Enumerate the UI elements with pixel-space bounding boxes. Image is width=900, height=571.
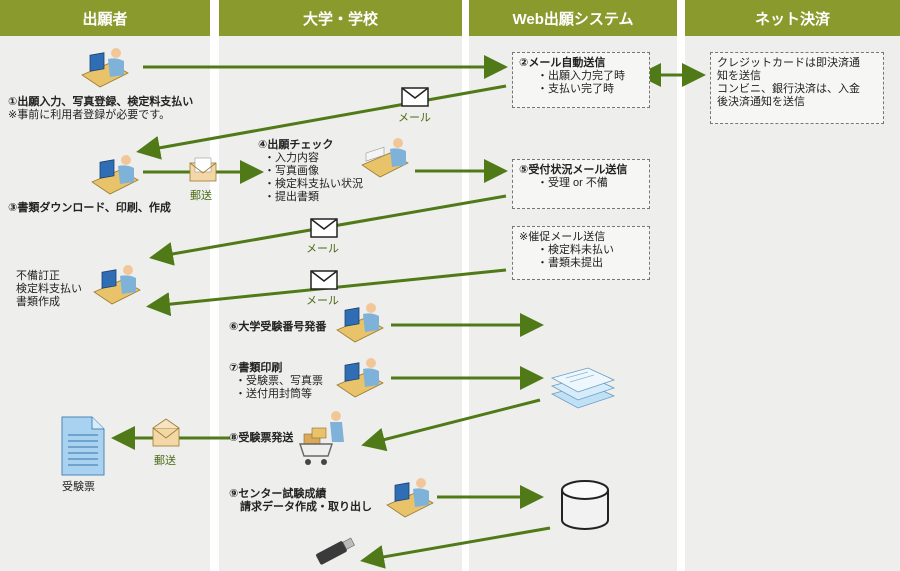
applicant-pc-icon — [81, 48, 129, 88]
mail-icon — [401, 87, 429, 107]
exam-ticket-label: 受験票 — [62, 481, 95, 493]
step5-title: ⑤受付状況メール送信 — [519, 164, 628, 176]
lane-header-net-payment: ネット決済 — [685, 0, 900, 36]
step7-item: 送付用封筒等 — [246, 388, 323, 401]
step1-note: ※事前に利用者登録が必要です。 — [8, 109, 171, 121]
applicant-pc-icon-3 — [93, 265, 141, 305]
step5-box: ⑤受付状況メール送信 受理 or 不備 — [512, 159, 650, 209]
step4-item: 入力内容 — [275, 152, 363, 165]
arrow-db-to-usb — [360, 526, 551, 569]
reminder-title: ※催促メール送信 — [519, 231, 606, 243]
arrow-docs-to-s8 — [361, 398, 541, 452]
staff-pc-icon — [336, 303, 384, 343]
payment-line: 知を送信 — [717, 70, 761, 82]
lane-header-university: 大学・学校 — [219, 0, 462, 36]
step7-title: ⑦書類印刷 — [229, 362, 283, 374]
postal-envelope-icon — [189, 157, 217, 182]
lane-header-web-system: Web出願システム — [469, 0, 677, 36]
step6-title: ⑥大学受験番号発番 — [229, 321, 327, 333]
step9-sub: 請求データ作成・取り出し — [240, 501, 372, 513]
reminder-box: ※催促メール送信 検定料未払い 書類未提出 — [512, 226, 650, 280]
step4-block: ④出願チェック 入力内容 写真画像 検定料支払い状況 提出書類 — [258, 139, 363, 204]
reminder-item: 書類未提出 — [548, 257, 643, 270]
defect-fee-line: 検定料支払い — [16, 283, 82, 295]
step3-title: ③書類ダウンロード、印刷、作成 — [8, 202, 171, 214]
step2-box: ②メール自動送信 出願入力完了時 支払い完了時 — [512, 52, 650, 108]
mail-icon-3 — [310, 270, 338, 290]
step4-title: ④出願チェック — [258, 139, 334, 151]
payment-line: コンビニ、銀行決済は、入金 — [717, 83, 860, 95]
staff-check-icon — [361, 138, 409, 178]
defect-fix-line: 不備訂正 — [16, 270, 60, 282]
staff-print-icon — [336, 358, 384, 398]
reminder-item: 検定料未払い — [548, 244, 643, 257]
postal-envelope-icon-2 — [152, 418, 180, 447]
arrow-s2-mail-to-s3 — [136, 84, 507, 160]
step2-item: 支払い完了時 — [548, 83, 643, 96]
payment-line: クレジットカードは即決済通 — [717, 57, 860, 69]
step4-item: 写真画像 — [275, 165, 363, 178]
shipping-cart-icon — [299, 411, 344, 465]
post-label-2: 郵送 — [154, 455, 176, 467]
staff-data-icon — [386, 478, 434, 518]
applicant-pc-icon-2 — [91, 155, 139, 195]
documents-stack-icon — [550, 367, 616, 409]
step4-item: 検定料支払い状況 — [275, 178, 363, 191]
defect-doc-line: 書類作成 — [16, 296, 60, 308]
mail-label-2: メール — [306, 243, 339, 255]
step2-item: 出願入力完了時 — [548, 70, 643, 83]
step4-item: 提出書類 — [275, 191, 363, 204]
payment-box: クレジットカードは即決済通 知を送信 コンビニ、銀行決済は、入金 後決済通知を送… — [710, 52, 884, 124]
step7-item: 受験票、写真票 — [246, 375, 323, 388]
mail-icon-2 — [310, 218, 338, 238]
exam-ticket-icon — [61, 416, 105, 476]
mail-label: メール — [398, 112, 431, 124]
mail-label-3: メール — [306, 295, 339, 307]
post-label: 郵送 — [190, 190, 212, 202]
database-icon — [561, 480, 609, 530]
usb-drive-icon — [316, 537, 355, 565]
step1-title: ①出願入力、写真登録、検定料支払い — [8, 96, 194, 108]
payment-line: 後決済通知を送信 — [717, 96, 805, 108]
step7-block: ⑦書類印刷 受験票、写真票 送付用封筒等 — [229, 362, 323, 401]
step5-item: 受理 or 不備 — [548, 177, 643, 190]
step9-title: ⑨センター試験成績 — [229, 488, 327, 500]
step8-title: ⑧受験票発送 — [229, 432, 294, 444]
step2-title: ②メール自動送信 — [519, 57, 606, 69]
lane-header-applicant: 出願者 — [0, 0, 210, 36]
